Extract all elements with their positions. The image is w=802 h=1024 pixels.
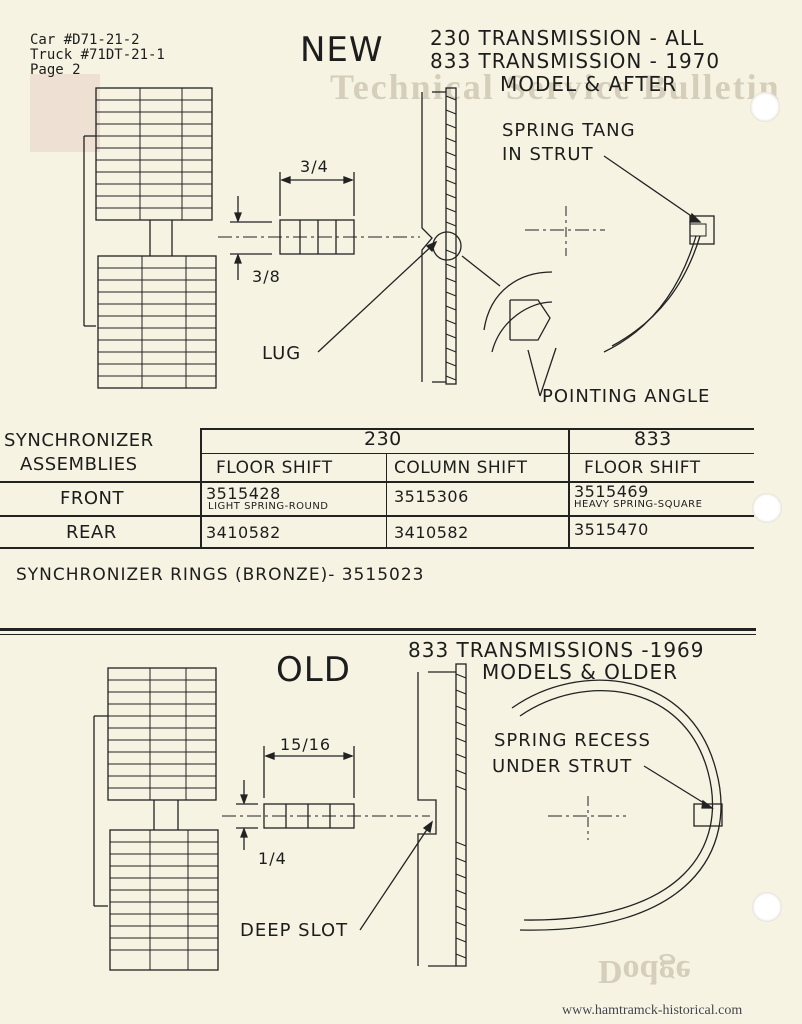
new-dim-width-label: 3/4: [300, 157, 329, 176]
callout-spring-tang-line-2: IN STRUT: [502, 144, 594, 165]
table-col-divider-230: [386, 453, 387, 548]
table-rear-230-floor: 3410582: [206, 523, 281, 542]
old-synchronizer-drawing: [93, 663, 723, 971]
table-rear-833-floor: 3515470: [574, 520, 649, 539]
old-dim-height-label: 1/4: [258, 849, 287, 868]
callout-spring-tang-line-1: SPRING TANG: [502, 120, 636, 141]
new-dim-height-den: 8: [269, 267, 281, 286]
old-strut-end: [693, 803, 723, 827]
new-title-line-1: 230 TRANSMISSION - ALL: [430, 26, 705, 50]
table-front-833-floor-note: HEAVY SPRING-SQUARE: [574, 499, 703, 510]
table-row-header-line-1: SYNCHRONIZER: [4, 430, 154, 451]
old-heading: OLD: [276, 650, 351, 690]
old-dim-height-den: 4: [275, 849, 287, 868]
table-front-230-floor: 3515428: [206, 484, 281, 503]
table-col-divider-left: [200, 428, 202, 548]
website-watermark: www.hamtramck-historical.com: [562, 1003, 743, 1018]
table-rule-bottom: [0, 547, 754, 549]
old-title-line-1: 833 TRANSMISSIONS -1969: [408, 638, 705, 662]
table-group-833: 833: [634, 428, 672, 450]
new-lug-circle: [432, 231, 462, 261]
old-hub-lower-gear: [109, 829, 219, 971]
new-hub-upper-gear: [95, 87, 213, 221]
callout-deep-slot: DEEP SLOT: [240, 920, 349, 941]
new-dim-height-label: 3/8: [252, 267, 281, 286]
old-ring-body: [417, 672, 437, 966]
table-front-230-column: 3515306: [394, 487, 469, 506]
old-title-line-2: MODELS & OLDER: [482, 660, 679, 684]
synchronizer-rings-note: SYNCHRONIZER RINGS (BRONZE)- 3515023: [16, 565, 425, 585]
new-heading: NEW: [300, 30, 384, 70]
old-dim-width-den: 16: [308, 735, 332, 754]
table-group-230: 230: [364, 428, 402, 450]
table-col-divider-833: [568, 428, 570, 548]
ghost-bulletin-title: Technical Service Bulletin: [330, 67, 781, 107]
new-ring-teeth: [445, 87, 457, 385]
table-row-front-label: FRONT: [60, 488, 124, 509]
car-number: Car #D71-21-2: [30, 32, 140, 48]
ghost-red-tab: [30, 74, 100, 152]
table-rule-header: [0, 481, 754, 483]
new-dim-width-den: 4: [317, 157, 329, 176]
old-dim-width-label: 15/16: [280, 735, 332, 754]
callout-spring-recess-line-2: UNDER STRUT: [492, 756, 633, 777]
new-hub-lower-teeth: [98, 256, 216, 388]
new-title-line-2: 833 TRANSMISSION - 1970: [430, 49, 721, 73]
new-spring-arc: [603, 235, 697, 353]
old-spring-arc: [511, 679, 722, 931]
table-col-230-floor: FLOOR SHIFT: [216, 458, 333, 478]
table-row-header-line-2: ASSEMBLIES: [20, 454, 138, 475]
callout-lug: LUG: [262, 343, 302, 364]
table-front-833-floor: 3515469: [574, 482, 649, 501]
binder-hole-middle: [752, 493, 782, 523]
new-dim-width-whole: 3: [300, 157, 312, 176]
new-strut: [279, 219, 355, 255]
table-front-230-floor-note: LIGHT SPRING-ROUND: [208, 501, 329, 512]
binder-hole-bottom: [752, 892, 782, 922]
table-rear-230-column: 3410582: [394, 523, 469, 542]
new-hub-upper-teeth: [96, 88, 212, 220]
table-col-230-column: COLUMN SHIFT: [394, 458, 528, 478]
new-ring-body: [421, 92, 433, 382]
table-top-rule: [200, 428, 754, 430]
new-lug-detail-arc: [483, 271, 553, 331]
new-synchronizer-drawing: [83, 87, 715, 397]
old-dim-width-whole: 15: [280, 735, 303, 754]
new-strut-end: [689, 215, 715, 245]
callout-spring-recess-line-1: SPRING RECESS: [494, 730, 651, 751]
table-rule-groups: [200, 453, 754, 454]
table-col-833-floor: FLOOR SHIFT: [584, 458, 701, 478]
old-hub-upper-gear: [107, 667, 217, 801]
old-ring-teeth: [455, 663, 467, 967]
new-hub-lower-gear: [97, 255, 217, 389]
table-row-rear-label: REAR: [66, 522, 117, 543]
truck-number: Truck #71DT-21-1: [30, 47, 165, 63]
new-title-line-3: MODEL & AFTER: [500, 72, 678, 96]
binder-hole-top: [750, 92, 780, 122]
old-dim-height-whole: 1: [258, 849, 270, 868]
table-rule-front: [0, 515, 754, 517]
page-number: Page 2: [30, 62, 81, 78]
section-separator-thin: [0, 634, 756, 635]
callout-pointing-angle: POINTING ANGLE: [542, 386, 711, 407]
section-separator-thick: [0, 628, 756, 631]
new-dim-height-whole: 3: [252, 267, 264, 286]
